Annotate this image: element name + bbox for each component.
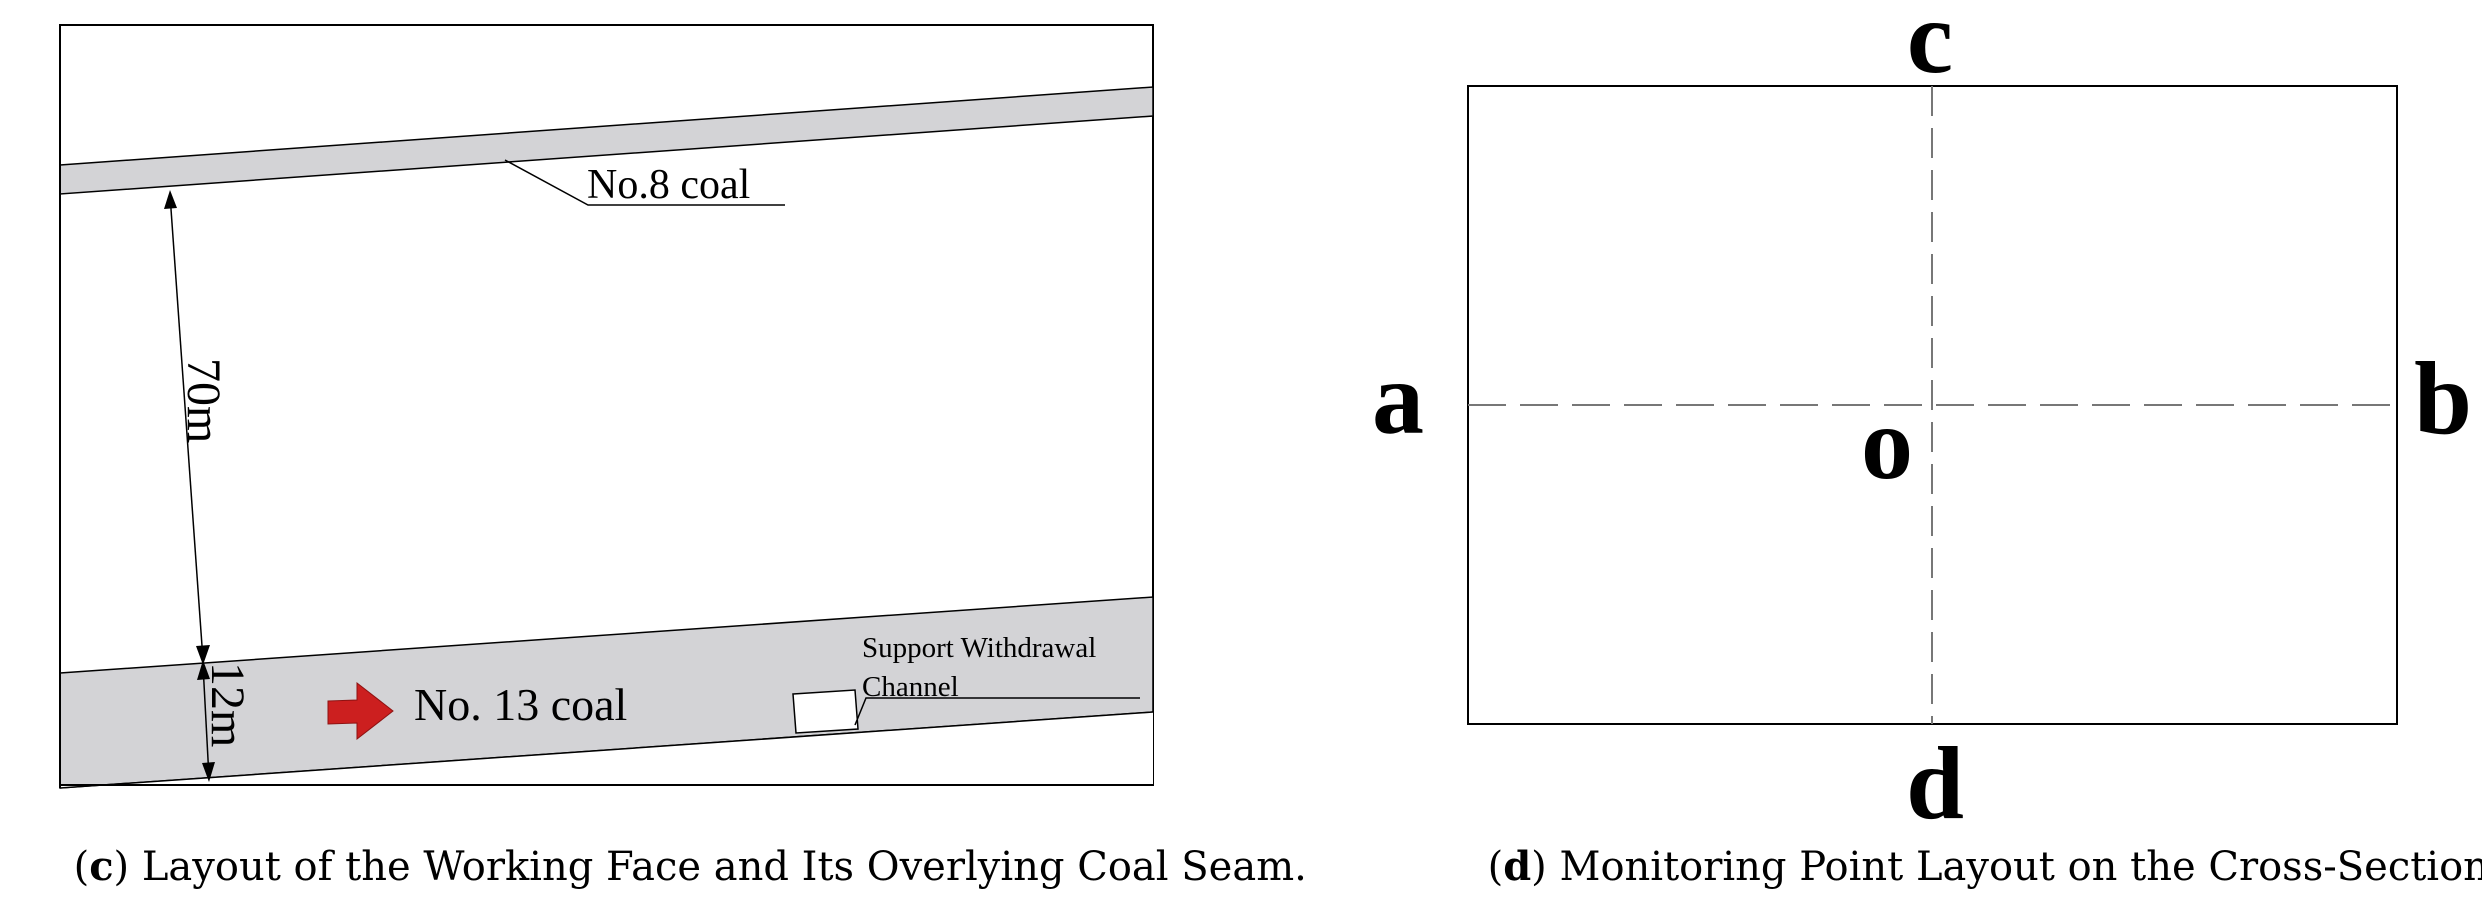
dimension-70m-label: 70m bbox=[177, 358, 230, 443]
caption-d-open: ( bbox=[1488, 844, 1504, 890]
panel-d: c a b o d bbox=[1372, 0, 2472, 841]
caption-c: (c) Layout of the Working Face and Its O… bbox=[10, 843, 1345, 890]
caption-d: (d) Monitoring Point Layout on the Cross… bbox=[1424, 843, 2482, 890]
caption-c-text: Layout of the Working Face and Its Overl… bbox=[129, 844, 1307, 890]
panel-c: No.8 coal 70m 12m No. 13 coal Support Wi… bbox=[59, 24, 1154, 789]
no8-leader-line bbox=[504, 159, 785, 206]
caption-d-letter: d bbox=[1503, 843, 1531, 890]
point-label-d: d bbox=[1906, 726, 1964, 841]
channel-label-line1: Support Withdrawal bbox=[862, 632, 1096, 664]
caption-c-close: ) bbox=[114, 844, 130, 890]
dimension-70m: 70m bbox=[164, 190, 230, 665]
dimension-12m: 12m bbox=[197, 660, 254, 782]
channel-leader-line bbox=[854, 697, 1140, 726]
seam-bottom-edge bbox=[59, 711, 1154, 789]
no13-coal-label: No. 13 coal bbox=[414, 679, 627, 730]
point-label-c: c bbox=[1907, 0, 1953, 95]
point-label-a: a bbox=[1372, 341, 1424, 456]
caption-c-open: ( bbox=[74, 844, 90, 890]
support-withdrawal-channel bbox=[792, 689, 859, 734]
no8-coal-label: No.8 coal bbox=[587, 162, 750, 208]
advance-direction-arrow-icon bbox=[327, 681, 394, 741]
point-label-o: o bbox=[1861, 386, 1913, 501]
caption-d-close: ) bbox=[1531, 844, 1547, 890]
caption-c-letter: c bbox=[89, 843, 113, 890]
point-label-b: b bbox=[2414, 341, 2472, 456]
dimension-12m-label: 12m bbox=[201, 662, 254, 747]
caption-d-text: Monitoring Point Layout on the Cross-Sec… bbox=[1547, 844, 2482, 890]
